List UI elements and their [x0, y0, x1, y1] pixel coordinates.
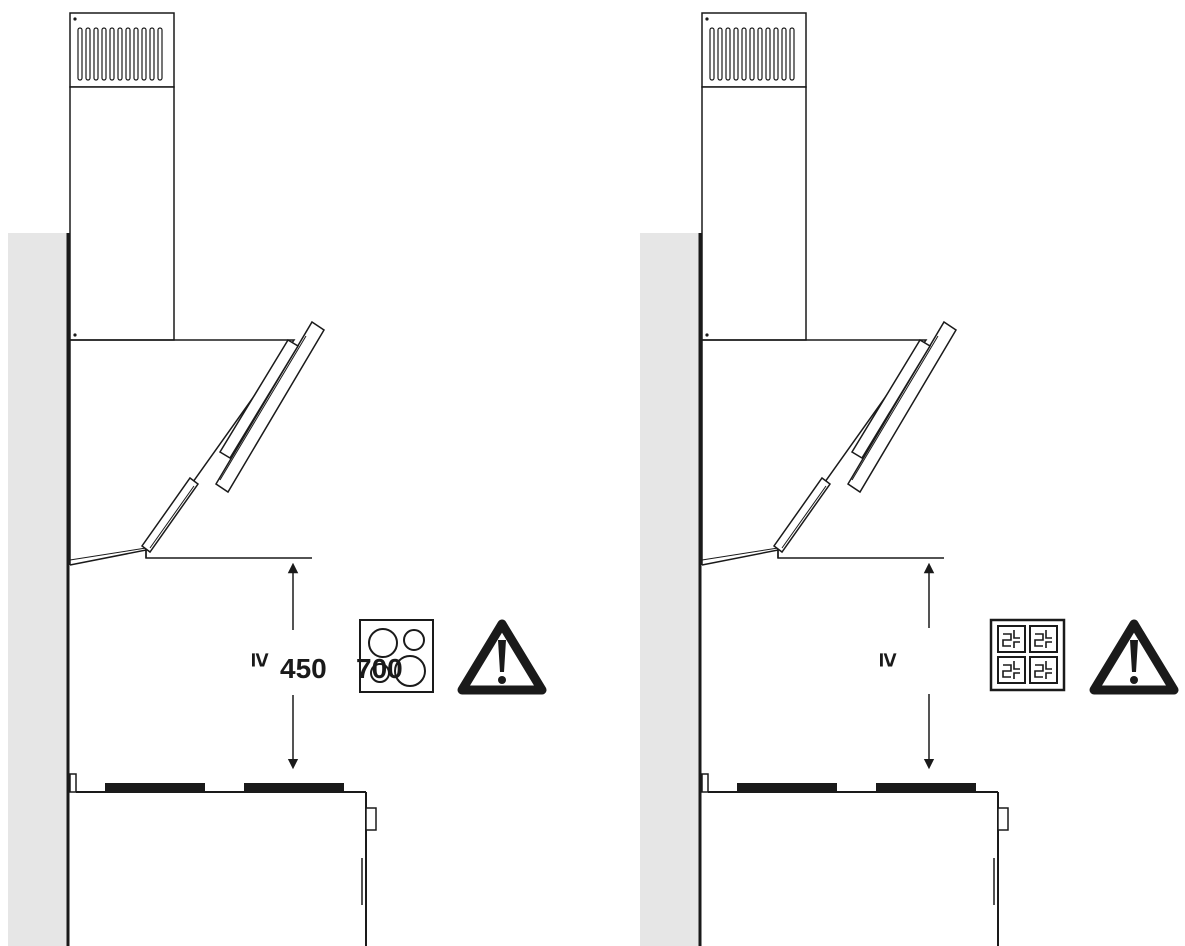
min-distance-label: 450	[280, 653, 327, 684]
electric-hob-panel: ≥ 450 700	[8, 13, 542, 946]
gas-hob-panel: ≥	[640, 13, 1174, 946]
ge-symbol-label: ≥	[874, 653, 904, 667]
ceramic-hob-icon	[359, 619, 434, 693]
alt-distance-label: 700	[356, 653, 403, 684]
gas-hob-icon	[989, 618, 1066, 692]
ge-symbol-label: ≥	[246, 653, 276, 667]
